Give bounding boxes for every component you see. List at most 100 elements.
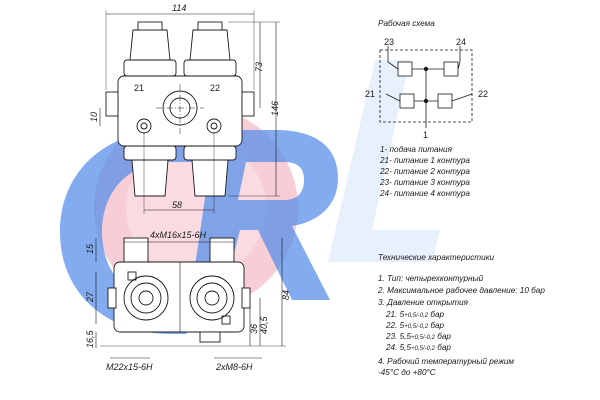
port-left-inner (138, 290, 154, 306)
scheme-port-23: 23 (384, 37, 394, 47)
pressure-tol-dn: -0,2 (424, 335, 435, 341)
pressure-tol-up: +0,5 (411, 335, 423, 341)
port-22-label: 22 (210, 83, 220, 93)
cylinder-23-cap (137, 21, 163, 31)
dim-15: 15 (85, 243, 95, 254)
cylinder-24-cap (197, 21, 223, 31)
pressure-row-23: 23. 5,5+0,5/-0,2 бар (386, 332, 451, 341)
pressure-port: 24 (386, 343, 396, 352)
pressure-row-24: 24. 5,5+0,5/-0,2 бар (386, 343, 451, 352)
scheme-port-22: 22 (478, 89, 488, 99)
lower-collar-left (123, 145, 177, 161)
port-right-outer (189, 275, 235, 321)
legend-line-5: 24- питание 4 контура (380, 189, 470, 198)
line-21 (385, 93, 401, 102)
conn-24 (457, 61, 461, 70)
junction-upper (423, 66, 429, 72)
specs-line-1: 1. Тип: четырехконтурный (378, 274, 484, 283)
scheme-port-24: 24 (456, 37, 466, 47)
pressure-tol-dn: -0,2 (417, 324, 429, 330)
dim-73: 73 (254, 62, 264, 72)
specs-line-3: 3. Давление открытия (378, 298, 469, 307)
pressure-value: 5,5 (399, 332, 412, 341)
bottom-boss (199, 331, 221, 343)
junction-lower (423, 98, 429, 104)
dim-40-5: 40,5 (259, 315, 269, 334)
dim-114: 114 (172, 3, 186, 13)
side-lug-left (107, 287, 117, 309)
line-22 (451, 93, 473, 102)
pressure-value: 5,5 (399, 343, 412, 352)
lower-cylinder-right (191, 159, 229, 197)
port-21-fitting (136, 118, 152, 134)
conn-23 (387, 61, 399, 70)
dim-27: 27 (85, 291, 95, 303)
dim-m22: M22x15-6H (106, 362, 153, 372)
specs-line-5: -45°С до +80°С (378, 368, 436, 377)
port-left-mid (130, 282, 162, 314)
lower-cylinder-left (131, 159, 169, 197)
valve-24 (443, 61, 459, 77)
scheme-title: Рабочая схема (378, 19, 435, 28)
side-boss-left (105, 91, 119, 117)
pressure-port: 22 (386, 321, 396, 330)
pressure-unit: бар (437, 343, 451, 352)
cylinder-23 (129, 29, 171, 61)
pressure-value: 5 (399, 310, 405, 319)
dim-146: 146 (270, 101, 280, 116)
pressure-tol-dn: -0,2 (424, 346, 435, 352)
schematic (379, 46, 473, 128)
pressure-row-21: 21. 5+0,5/-0,2 бар (386, 310, 445, 319)
dim-36: 36 (249, 324, 259, 334)
specs-title: Технические характеристики (378, 253, 495, 262)
dim-top-thread: 4xM16x15-6H (150, 230, 207, 240)
dim-10: 10 (89, 112, 99, 122)
pressure-tol-up: +0,5 (404, 324, 417, 330)
pressure-row-22: 22. 5+0,5/-0,2 бар (386, 321, 445, 330)
legend-line-4: 23- питание 3 контура (380, 178, 470, 187)
valve-21 (399, 93, 415, 109)
pressure-value: 5 (399, 321, 405, 330)
scheme-port-21: 21 (365, 89, 375, 99)
legend-line-2: 21- питание 1 контура (380, 156, 470, 165)
port-22-fitting (206, 118, 222, 134)
pressure-tol-dn: -0,2 (417, 313, 429, 319)
lower-collar-right (183, 145, 237, 161)
dim-84: 84 (281, 290, 291, 300)
pressure-unit: бар (430, 321, 445, 330)
port-right-inner (204, 290, 220, 306)
scheme-port-1: 1 (423, 130, 428, 140)
dim-m8: 2xM8-6H (215, 362, 253, 372)
dim-58: 58 (172, 200, 182, 210)
valve-22 (437, 93, 453, 109)
side-boss-right (241, 91, 255, 117)
bottom-view-dimensions (95, 238, 286, 359)
side-lug-right (241, 287, 251, 309)
specs-line-4: 4. Рабочий температурный режим (378, 357, 515, 366)
legend-line-1: 1- подача питания (380, 145, 452, 154)
collar-left (123, 59, 177, 77)
port-21-label: 21 (134, 83, 144, 93)
screw-tl (127, 271, 137, 281)
screw-br (221, 315, 231, 325)
pressure-port: 21 (386, 310, 396, 319)
bottom-view (107, 237, 251, 343)
pressure-tol-up: +0,5 (404, 313, 417, 319)
pressure-tol-up: +0,5 (411, 346, 423, 352)
collar-right (183, 59, 237, 77)
pressure-port: 23 (386, 332, 396, 341)
port-right-mid (196, 282, 228, 314)
port-21-bore (140, 122, 148, 130)
dim-16-5: 16,5 (85, 329, 95, 348)
port-22-bore (210, 122, 218, 130)
port-left-outer (123, 275, 169, 321)
specs-line-2: 2. Максимальное рабочее давление: 10 бар (378, 286, 545, 295)
top-view (105, 21, 255, 197)
top-view-dimensions (99, 10, 280, 214)
pressure-unit: бар (437, 332, 451, 341)
valve-23 (397, 61, 413, 77)
watermark-letter-o (60, 130, 210, 334)
pressure-unit: бар (430, 310, 445, 319)
cylinder-24 (189, 29, 231, 61)
